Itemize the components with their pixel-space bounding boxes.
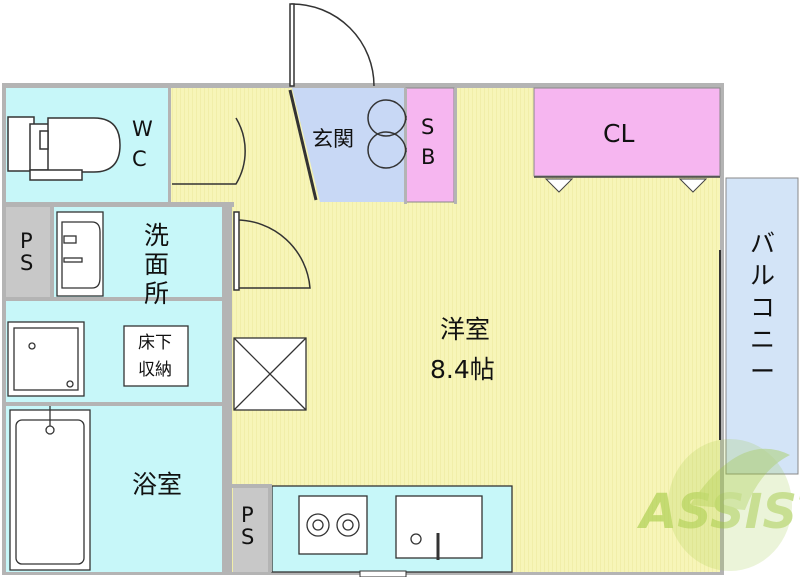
western-room-label: 洋室 [440,315,490,344]
toilet-icon [7,116,121,181]
shoe-box-label-b: B [421,145,435,169]
ps-upper [6,207,50,297]
door-swings [172,3,407,291]
western-room-size: 8.4帖 [430,355,495,384]
closet-label: CL [603,119,634,148]
ps-upper-label-s: S [20,251,33,275]
balcony [725,177,799,475]
washroom-label-2: 面 [144,250,169,279]
closet [533,87,721,177]
underfloor-storage [123,325,189,387]
wc-label-c: C [132,147,147,171]
assist-logo: ASSIST [636,439,800,571]
washing-machine-icon [7,321,85,397]
underfloor-storage-label-1: 床下 [138,333,172,353]
entrance-floor [292,88,404,202]
ps-lower-label-s: S [241,525,254,549]
ventilation-box [233,337,307,411]
shoe-box-label-s: S [421,115,434,139]
balcony-label-4: ニ [750,325,775,354]
sink-icon [56,211,104,297]
underfloor-storage-label-2: 収納 [138,360,172,380]
kitchen-sink-icon [395,495,483,560]
wc-label-w: W [132,117,153,141]
balcony-label-3: コ [750,293,775,322]
ps-upper-label-p: P [20,229,33,253]
ps-lower [233,488,269,572]
closet-door-marker [544,178,574,193]
entrance-label: 玄関 [312,127,354,151]
washroom-label-3: 所 [144,279,169,308]
ps-lower-label-p: P [241,503,254,527]
bathtub-icon [9,404,91,571]
hallway-floor [170,88,310,202]
watermark-text: ASSIST [636,484,800,540]
washroom-label-1: 洗 [144,221,169,250]
window-bottom [359,570,407,577]
balcony-label-5: ー [750,357,775,386]
balcony-label-1: バ [750,229,775,258]
bathroom-label: 浴室 [132,470,182,499]
balcony-label-2: ル [750,261,775,290]
closet-door-marker [678,178,708,193]
stove-icon [298,495,368,555]
